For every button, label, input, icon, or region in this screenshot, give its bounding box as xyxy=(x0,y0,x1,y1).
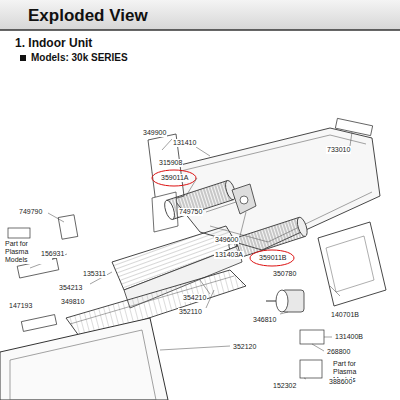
callout-number: 156931 xyxy=(40,250,65,258)
section-heading: 1. Indoor Unit xyxy=(14,36,93,50)
callout-number: 315908 xyxy=(158,159,183,167)
callout-number: 131400B xyxy=(334,333,364,341)
bearing-bracket xyxy=(232,184,256,214)
callout-number: 131410 xyxy=(172,139,197,147)
page-title: Exploded View xyxy=(28,6,148,26)
model-line: Models: 30k SERIES xyxy=(30,52,129,64)
fan-motor xyxy=(266,290,304,312)
callout-number: 349600 xyxy=(214,236,239,244)
callout-number: 152302 xyxy=(272,382,297,390)
callout-number: 354213 xyxy=(58,284,83,292)
callout-number: 359011B xyxy=(258,254,288,262)
bullet-square xyxy=(20,55,26,61)
callout-number: 749750 xyxy=(178,208,203,216)
callout-number: 352120 xyxy=(232,343,257,351)
callout-number: 350780 xyxy=(272,270,297,278)
callout-number: 359011A xyxy=(160,174,190,182)
leader-line xyxy=(30,132,352,379)
callout-number: 733010 xyxy=(326,146,351,154)
control-box xyxy=(318,222,386,306)
callout-number: 147193 xyxy=(8,302,33,310)
plasma-part xyxy=(300,330,324,344)
front-grille xyxy=(66,270,246,340)
callout-number: 349810 xyxy=(60,298,85,306)
callout-number: 352110 xyxy=(178,308,203,316)
highlight-ring xyxy=(152,170,196,186)
highlight-ring xyxy=(250,250,294,266)
callout-number: 140701B xyxy=(330,311,360,319)
callout-number: 346810 xyxy=(252,316,277,324)
callout-number: 131403A xyxy=(214,251,244,259)
callout-number: 354210 xyxy=(182,294,207,302)
callout-number: 135311 xyxy=(82,270,107,278)
header-rule xyxy=(0,29,400,31)
callout-number: 388600 xyxy=(328,378,353,386)
header-band xyxy=(0,0,400,30)
callout-number: 349900 xyxy=(142,129,167,137)
callout-number: 268800 xyxy=(326,348,351,356)
callout-number: 749790 xyxy=(18,208,43,216)
